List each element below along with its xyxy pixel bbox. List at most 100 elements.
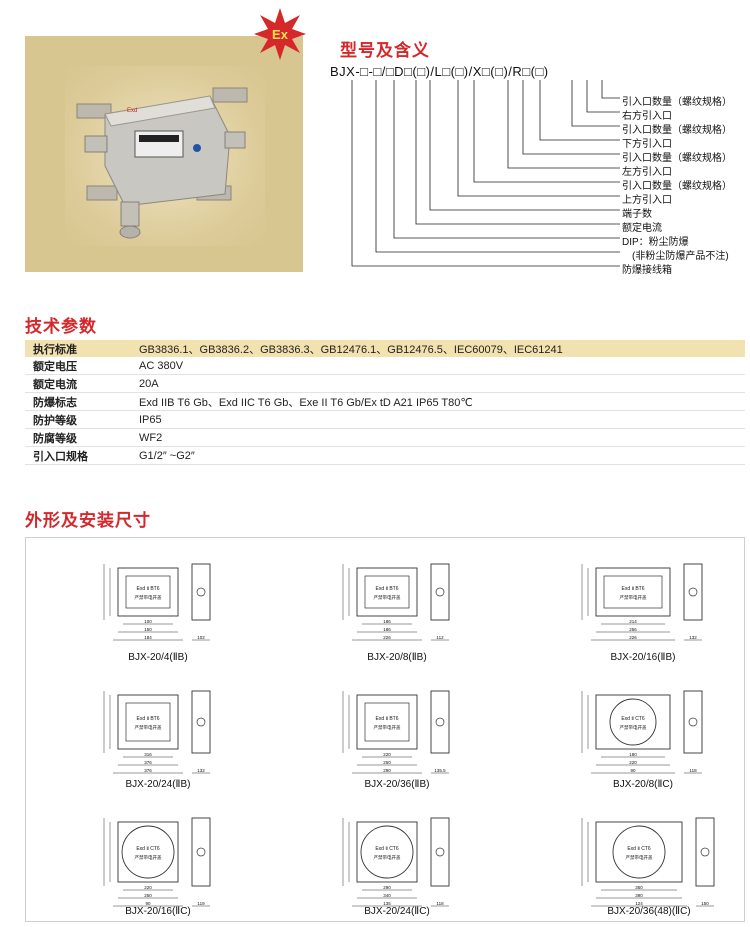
drawing-caption: BJX-20/4(ⅡB): [128, 652, 187, 663]
dim-value: 250: [144, 893, 152, 898]
legend-item: 下方引入口: [622, 139, 672, 150]
gland: [196, 587, 206, 597]
param-value: WF2: [129, 428, 745, 447]
gland: [688, 717, 698, 727]
cover-rect: [125, 702, 171, 742]
drawing-caption: BJX-20/8(ⅡB): [367, 652, 426, 663]
dim-value: 90: [630, 768, 636, 773]
side-view: [191, 563, 211, 621]
param-value: Exd IIB T6 Gb、Exd IIC T6 Gb、Exe II T6 Gb…: [129, 392, 745, 411]
side-view: [430, 690, 450, 754]
warning-label: 严禁带电开盖: [135, 724, 162, 731]
dim-value: 132: [689, 635, 697, 640]
dim-value: 186: [383, 627, 391, 632]
legend-item: 引入口数量（螺纹规格）: [622, 97, 732, 108]
front-view: [356, 694, 418, 750]
model-legend-lines: [351, 80, 620, 267]
legend-item: 引入口数量（螺纹规格）: [622, 181, 732, 192]
model-title: 型号及含义: [340, 41, 430, 60]
front-view: [595, 567, 671, 617]
legend-item: 左方引入口: [622, 167, 672, 178]
dim-value: 180: [629, 752, 637, 757]
dim-value: 150: [144, 627, 152, 632]
dimensions-title: 外形及安装尺寸: [25, 511, 151, 530]
plate-label: Exd Ⅱ CT6: [136, 846, 160, 852]
dim-value: 256: [629, 627, 637, 632]
param-value: G1/2″ ~G2″: [129, 446, 745, 465]
cover-rect: [364, 575, 410, 609]
side-view: [191, 690, 211, 754]
drawing-caption: BJX-20/16(ⅡB): [611, 652, 676, 663]
param-key: 执行标准: [25, 340, 129, 357]
dim-value: 214: [629, 619, 637, 624]
front-view: [117, 567, 179, 617]
warning-label: 严禁带电开盖: [374, 724, 401, 731]
side-view: [430, 817, 450, 887]
dim-value: 220: [383, 752, 391, 757]
drawing-caption: BJX-20/8(ⅡC): [613, 779, 673, 790]
cover-circle: [612, 825, 666, 879]
product-photo: Exd: [25, 36, 303, 272]
drawing-caption: BJX-20/36(ⅡB): [365, 779, 430, 790]
warning-label: 严禁带电开盖: [374, 854, 401, 861]
cover-circle: [609, 698, 657, 746]
gland: [700, 847, 710, 857]
side-view: [191, 817, 211, 887]
param-key: 防腐等级: [25, 428, 129, 447]
legend-item: 上方引入口: [622, 195, 672, 206]
dim-value: 350: [635, 885, 643, 890]
junction-box-illustration: Exd: [76, 87, 248, 239]
cover-circle: [360, 825, 414, 879]
plate-label: Exd Ⅱ CT6: [621, 716, 645, 722]
gland: [196, 847, 206, 857]
dim-value: 220: [629, 760, 637, 765]
dim-value: 186: [383, 619, 391, 624]
legend-item: 引入口数量（螺纹规格）: [622, 125, 732, 136]
gland: [435, 587, 445, 597]
side-view: [683, 690, 703, 754]
cover-rect: [364, 702, 410, 742]
dim-value: 226: [629, 635, 637, 640]
dim-value: 118: [436, 901, 444, 906]
dim-value: 390: [635, 893, 643, 898]
param-key: 引入口规格: [25, 446, 129, 465]
dim-value: 132: [197, 768, 205, 773]
gland: [196, 717, 206, 727]
warning-label: 严禁带电开盖: [135, 854, 162, 861]
plate-label: Exd Ⅱ BT6: [375, 586, 398, 592]
front-view: [595, 821, 683, 883]
cover-rect: [603, 575, 663, 609]
plate-label: Exd Ⅱ BT6: [621, 586, 644, 592]
drawing-caption: BJX-20/24(ⅡC): [364, 906, 430, 917]
plate-label: Exd Ⅱ BT6: [375, 716, 398, 722]
dim-value: 290: [383, 885, 391, 890]
legend-item: DIP：粉尘防爆: [622, 237, 689, 248]
front-view: [595, 694, 671, 750]
ex-badge-text: Ex: [272, 27, 289, 42]
dim-value: 124: [635, 901, 643, 906]
dim-value: 119: [197, 901, 205, 906]
warning-label: 严禁带电开盖: [620, 594, 647, 601]
params-title: 技术参数: [25, 317, 97, 336]
plate-label: Exd Ⅱ BT6: [136, 586, 159, 592]
legend-item: 额定电流: [622, 223, 662, 234]
side-view: [695, 817, 715, 887]
legend-item: 引入口数量（螺纹规格）: [622, 153, 732, 164]
legend-item: 端子数: [622, 209, 652, 220]
front-view: [117, 821, 179, 883]
dim-value: 220: [144, 885, 152, 890]
param-value: GB3836.1、GB3836.2、GB3836.3、GB12476.1、GB1…: [129, 340, 745, 357]
dim-value: 250: [383, 760, 391, 765]
warning-label: 严禁带电开盖: [135, 594, 162, 601]
plate-label: Exd Ⅱ CT6: [627, 846, 651, 852]
